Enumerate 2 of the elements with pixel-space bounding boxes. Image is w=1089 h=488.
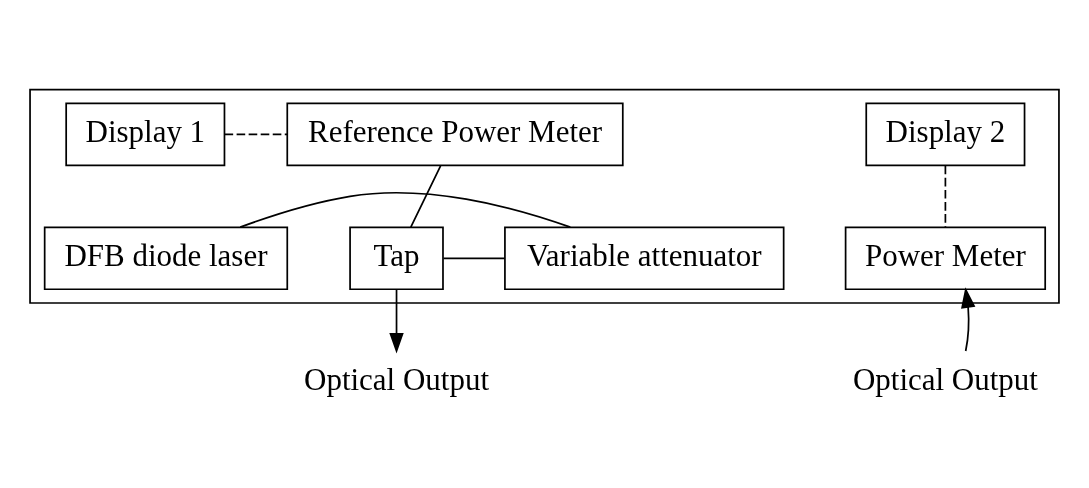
node-text: Optical Output [852, 361, 1038, 397]
node-text: Optical Output [304, 361, 489, 397]
